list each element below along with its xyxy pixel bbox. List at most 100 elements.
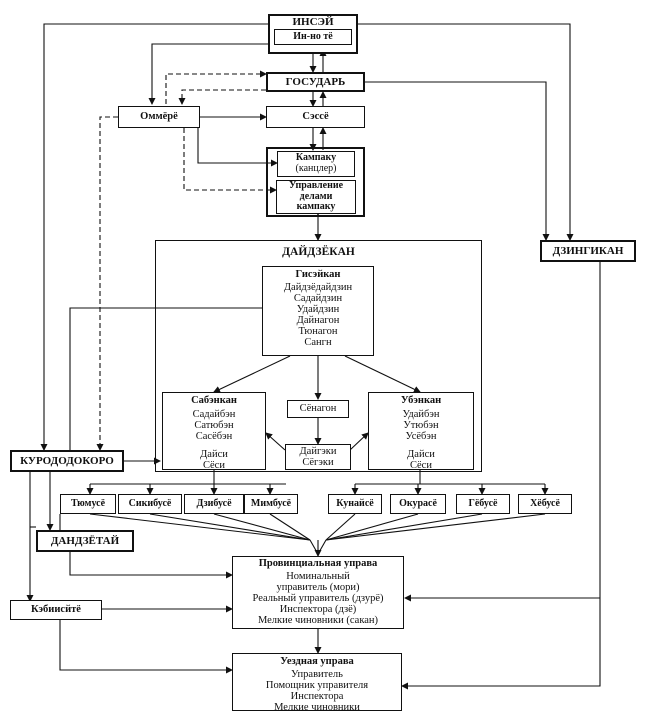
shonagon-label: Сёнагон: [299, 403, 337, 414]
district-line-3: Инспектора: [290, 691, 344, 702]
kurododokoro-box: КУРОДОДОКОРО: [10, 450, 124, 472]
giseikan-line-5: Тюнагон: [298, 326, 338, 337]
district-box: Уездная управа Управитель Помощник управ…: [232, 653, 402, 713]
shonagon-box: Сёнагон: [287, 400, 349, 418]
provincial-line-1: Номинальный: [286, 571, 350, 582]
district-line-4: Мелкие чиновники: [274, 702, 360, 713]
line-ommere-kampaku: [197, 128, 278, 167]
sabenkan-box: Сабэнкан Садайбэн Сатюбэн Сасёбэн Дайси …: [162, 392, 266, 471]
line-kurododokoro-giseikan: [69, 307, 262, 452]
provincial-line-3: Реальный управитель (дзурё): [252, 593, 384, 604]
district-line-2: Помощник управителя: [265, 680, 369, 691]
ministry-label: Сикибусё: [128, 498, 172, 509]
ubenkan-line-5: Сёси: [410, 460, 432, 471]
kampaku-group: [266, 147, 365, 217]
giseikan-box: Гисэйкан Дайдзёдайдзин Садайдзин Удайдзи…: [262, 266, 374, 356]
arrow-giseikan-ubenkan: [344, 355, 421, 393]
ministry-okurasyo: Окурасё: [390, 494, 446, 514]
ministry-dzibusyo: Дзибусё: [184, 494, 244, 514]
daigeki-line-1: Дайгэки: [299, 446, 337, 457]
sabenkan-line-1: Садайбэн: [192, 409, 236, 420]
line-gosudar-right: [359, 78, 550, 241]
district-title: Уездная управа: [280, 656, 354, 667]
insei-box: ИНСЭЙ Ин-но тё: [268, 14, 358, 54]
kampaku-title: Кампаку: [295, 152, 337, 163]
inno-te-label: Ин-но тё: [293, 31, 333, 42]
dashed-ommere-gosudar: [165, 70, 267, 104]
provincial-box: Провинциальная управа Номинальный управи…: [232, 556, 404, 629]
ubenkan-line-3: Усёбэн: [405, 431, 437, 442]
sabenkan-line-2: Сатюбэн: [194, 420, 234, 431]
ommere-box: Оммёрё: [118, 106, 200, 128]
dzingikan-box: ДЗИНГИКАН: [540, 240, 636, 262]
ubenkan-line-2: Утюбэн: [403, 420, 439, 431]
ministry-mimbusyo: Мимбусё: [244, 494, 298, 514]
kebiishi-label: Кэбиисйтё: [31, 604, 81, 615]
ministry-sikibusyo: Сикибусё: [118, 494, 182, 514]
kampaku-sub: (канцлер): [295, 163, 337, 174]
kampaku-box: Кампаку (канцлер): [277, 151, 355, 177]
ubenkan-line-1: Удайбэн: [402, 409, 440, 420]
gosudar-label: ГОСУДАРЬ: [285, 76, 346, 88]
provincial-line-4: Инспектора (дзё): [279, 604, 357, 615]
danjodai-label: ДАНДЗЁТАЙ: [50, 535, 120, 547]
ministry-label: Кунайсё: [336, 498, 374, 509]
sabenkan-line-5: Сёси: [203, 460, 225, 471]
dzingikan-label: ДЗИНГИКАН: [552, 245, 624, 257]
ministry-label: Гёбусё: [468, 498, 498, 509]
kebiishi-box: Кэбиисйтё: [10, 600, 102, 620]
line-insei-ommere: [148, 43, 268, 105]
kampaku-office-box: Управление делами кампаку: [276, 180, 356, 214]
district-line-1: Управитель: [291, 669, 343, 680]
giseikan-line-2: Садайдзин: [293, 293, 343, 304]
arrow-daigeki-ubenkan: [349, 432, 369, 451]
danjodai-box: ДАНДЗЁТАЙ: [36, 530, 134, 552]
ommere-label: Оммёрё: [140, 111, 178, 122]
line-insei-left: [40, 23, 268, 451]
daigeki-line-2: Сёгэки: [302, 457, 334, 468]
arrow-daigeki-sabenkan: [265, 432, 286, 451]
arrow-kebiishi-district: [56, 614, 233, 674]
daigeki-box: Дайгэки Сёгэки: [285, 444, 351, 470]
provincial-title: Провинциальная управа: [258, 558, 378, 569]
ubenkan-box: Убэнкан Удайбэн Утюбэн Усёбэн Дайси Сёси: [368, 392, 474, 471]
ministry-gyobusyo: Гёбусё: [456, 494, 510, 514]
gosudar-box: ГОСУДАРЬ: [266, 72, 365, 92]
ministry-label: Мимбусё: [250, 498, 292, 509]
provincial-line-2: управитель (мори): [276, 582, 360, 593]
kampaku-office-line-2: делами: [299, 190, 333, 202]
dashed-ommere-office: [183, 128, 277, 194]
ministry-label: Хёбусё: [530, 498, 560, 509]
ministry-label: Дзибусё: [196, 498, 232, 509]
kurododokoro-label: КУРОДОДОКОРО: [20, 455, 114, 467]
dashed-ommere-kurododokoro: [96, 116, 118, 451]
inno-te-box: Ин-но тё: [274, 29, 352, 45]
kampaku-office-line-1: Управление: [288, 180, 344, 191]
line-danjodai-provincial: [69, 552, 233, 579]
sabenkan-line-3: Сасёбэн: [195, 431, 233, 442]
sabenkan-line-4: Дайси: [200, 449, 228, 460]
giseikan-line-6: Сангн: [304, 337, 332, 348]
daijokan-region: [155, 240, 482, 472]
giseikan-line-3: Удайдзин: [296, 304, 340, 315]
sesse-label: Сэссё: [302, 111, 329, 122]
daijokan-title: ДАЙДЗЁКАН: [282, 246, 355, 258]
giseikan-title: Гисэйкан: [295, 269, 341, 280]
line-dzingikan-down: [401, 262, 601, 690]
kampaku-office-line-3: кампаку: [296, 201, 336, 212]
sabenkan-title: Сабэнкан: [191, 395, 237, 406]
dashed-gosudar-ommere: [178, 89, 266, 105]
giseikan-line-4: Дайнагон: [296, 315, 340, 326]
ubenkan-line-4: Дайси: [407, 449, 435, 460]
line-insei-dzingikan: [358, 23, 574, 241]
ministry-label: Окурасё: [399, 498, 437, 509]
ministry-label: Тюмусё: [70, 498, 106, 509]
ministry-hyobusyo: Хёбусё: [518, 494, 572, 514]
arrow-giseikan-sabenkan: [213, 355, 291, 393]
ministry-kunaisyo: Кунайсё: [328, 494, 382, 514]
ubenkan-title: Убэнкан: [400, 395, 442, 406]
sesse-box: Сэссё: [266, 106, 365, 128]
giseikan-line-1: Дайдзёдайдзин: [283, 282, 353, 293]
